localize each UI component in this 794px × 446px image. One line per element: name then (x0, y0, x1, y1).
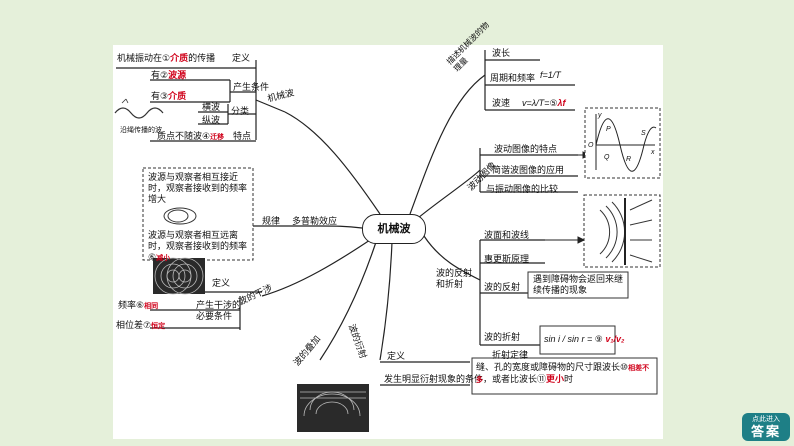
diffraction-condition-label: 发生明显衍射现象的条件 (384, 374, 484, 384)
graph-label-y: y (598, 112, 602, 119)
doppler-rule-label: 规律 (262, 216, 281, 226)
graph-label-o: O (588, 142, 594, 149)
graph-label-r: R (626, 156, 632, 163)
doppler-far: 波源与观察者相互远离时，观察者接收到的频率⑥减小 (148, 230, 248, 262)
interference-frequency: 频率⑥相同 (118, 300, 159, 310)
huygens-principle: 惠更斯原理 (484, 254, 530, 264)
graph-features: 波动图像的特点 (494, 144, 558, 154)
center-node: 机械波 (362, 214, 426, 244)
rope-wave-caption: 沿绳传播的波 (120, 127, 162, 134)
branch-reflection: 波的反射和折射 (436, 268, 473, 289)
longitudinal-wave: 纵波 (202, 115, 221, 125)
diffraction-condition-text: 缝、孔的宽度或障碍物的尺寸跟波长⑩相差不多，或者比波长⑪更小时 (476, 362, 650, 384)
wave-reflection: 波的反射 (484, 282, 521, 292)
interference-condition: 产生干涉的必要条件 (196, 300, 242, 321)
wavelength: 波长 (492, 48, 511, 58)
condition-medium: 有③介质 (151, 91, 187, 101)
graph-label-s: S (641, 130, 646, 137)
wave-graph (584, 107, 661, 179)
refraction-formula: sin i / sin r = ⑨ v₁/v₂ (544, 334, 625, 344)
graph-simple-application: 简谐波图像的应用 (492, 165, 565, 175)
wave-refraction: 波的折射 (484, 332, 521, 342)
definition-text: 机械振动在①介质的传播 (117, 53, 216, 63)
wave-speed: 波速 (492, 98, 511, 108)
definition-label: 定义 (232, 53, 251, 63)
wavefront-and-ray: 波面和波线 (484, 230, 530, 240)
period-frequency: 周期和频率 (490, 73, 536, 83)
reflection-description: 遇到障碍物会返回来继续传播的现象 (533, 274, 624, 295)
condition-source: 有②波源 (151, 70, 187, 80)
interference-phase: 相位差⑦恒定 (116, 320, 166, 330)
classify-label: 分类 (231, 106, 250, 116)
graph-compare: 与振动图像的比较 (486, 184, 559, 194)
condition-label: 产生条件 (233, 82, 270, 92)
feature-label: 特点 (233, 131, 252, 141)
period-formula: f=1/T (540, 70, 561, 80)
answer-button[interactable]: 点此进入 答案 (742, 413, 790, 441)
answer-button-hint: 点此进入 (752, 416, 780, 423)
answer-button-label: 答案 (750, 424, 781, 439)
interference-definition-label: 定义 (212, 278, 231, 288)
graph-label-x: x (651, 149, 655, 156)
speed-formula: v=λ/T=⑤λf (522, 98, 566, 108)
feature-text: 质点不随波④迁移 (157, 131, 225, 141)
refraction-law: 折射定律 (492, 350, 529, 360)
doppler-near: 波源与观察者相互接近时，观察者接收到的频率增大 (148, 172, 248, 204)
graph-label-p: P (606, 126, 611, 133)
branch-doppler: 多普勒效应 (292, 216, 338, 226)
diffraction-definition-label: 定义 (387, 351, 406, 361)
graph-label-q: Q (604, 154, 610, 161)
transverse-wave: 横波 (202, 102, 221, 112)
